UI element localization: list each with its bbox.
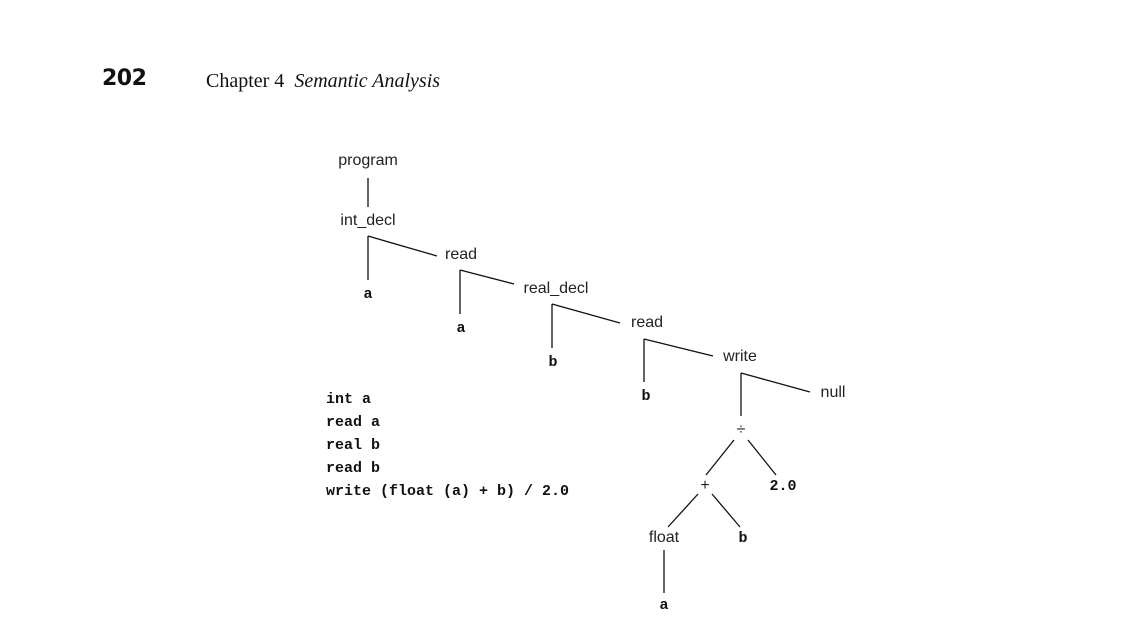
node-int-decl-id: a [363, 286, 373, 303]
edge-intdecl-read [367, 235, 438, 257]
edge-read-write [643, 338, 714, 357]
code-line: read b [326, 460, 381, 477]
node-float: float [648, 529, 680, 546]
edge-read-realdecl [459, 269, 515, 285]
code-line: write (float (a) + b) / 2.0 [326, 483, 570, 500]
code-line: read a [326, 414, 381, 431]
edge-div-const [747, 439, 777, 476]
node-const: 2.0 [769, 478, 797, 495]
node-null: null [820, 384, 846, 401]
node-plus-right-id: b [738, 530, 748, 547]
page-number: 202 [102, 66, 147, 91]
node-read-1: read [444, 246, 478, 263]
node-int-decl: int_decl [340, 212, 396, 229]
node-real-decl-id: b [548, 354, 558, 371]
edge-write-null [740, 372, 811, 393]
node-write: write [723, 348, 757, 365]
node-read-2-id: b [641, 388, 651, 405]
edge-plus-float [667, 493, 699, 528]
code-line: real b [326, 437, 381, 454]
source-program: int a read a real b read b write (float (a) … [326, 388, 569, 503]
edge-plus-b [711, 493, 741, 528]
code-line: int a [326, 391, 372, 408]
node-read-2: read [630, 314, 664, 331]
node-plus: + [700, 477, 710, 494]
node-float-arg: a [659, 597, 669, 614]
node-divide: ÷ [736, 421, 746, 438]
running-head: Chapter 4 Semantic Analysis [206, 70, 440, 93]
node-real-decl: real_decl [523, 280, 589, 297]
edge-realdecl-read [551, 303, 621, 324]
node-read-1-id: a [456, 320, 466, 337]
edge-div-plus [705, 439, 735, 476]
chapter-label: Chapter 4 [206, 70, 285, 92]
section-title: Semantic Analysis [294, 70, 441, 92]
node-program: program [338, 152, 398, 169]
